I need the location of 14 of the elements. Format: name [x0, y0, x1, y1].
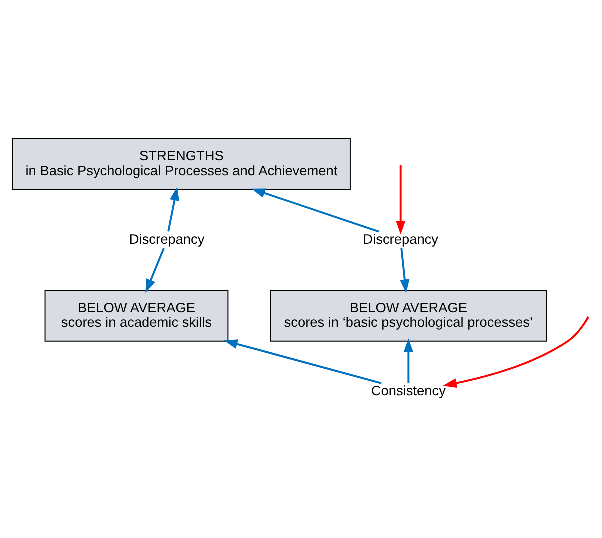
node-box: BELOW AVERAGE scores in academic skills — [44, 290, 229, 342]
arrow — [168, 186, 180, 232]
node-text: Discrepancy — [363, 231, 438, 246]
arrow — [224, 339, 382, 384]
node-text: Discrepancy — [129, 231, 205, 246]
arrow — [396, 164, 406, 234]
arrow — [443, 316, 590, 388]
arrow — [400, 248, 410, 293]
arrow — [404, 338, 414, 383]
node-box: STRENGTHS in Basic Psychological Processes and Achievement — [12, 138, 351, 190]
arrow — [146, 248, 165, 293]
node-text: Consistency — [371, 382, 446, 398]
node-box: BELOW AVERAGE scores in ‘basic psychological processes’ — [270, 290, 548, 342]
arrow — [252, 188, 380, 232]
